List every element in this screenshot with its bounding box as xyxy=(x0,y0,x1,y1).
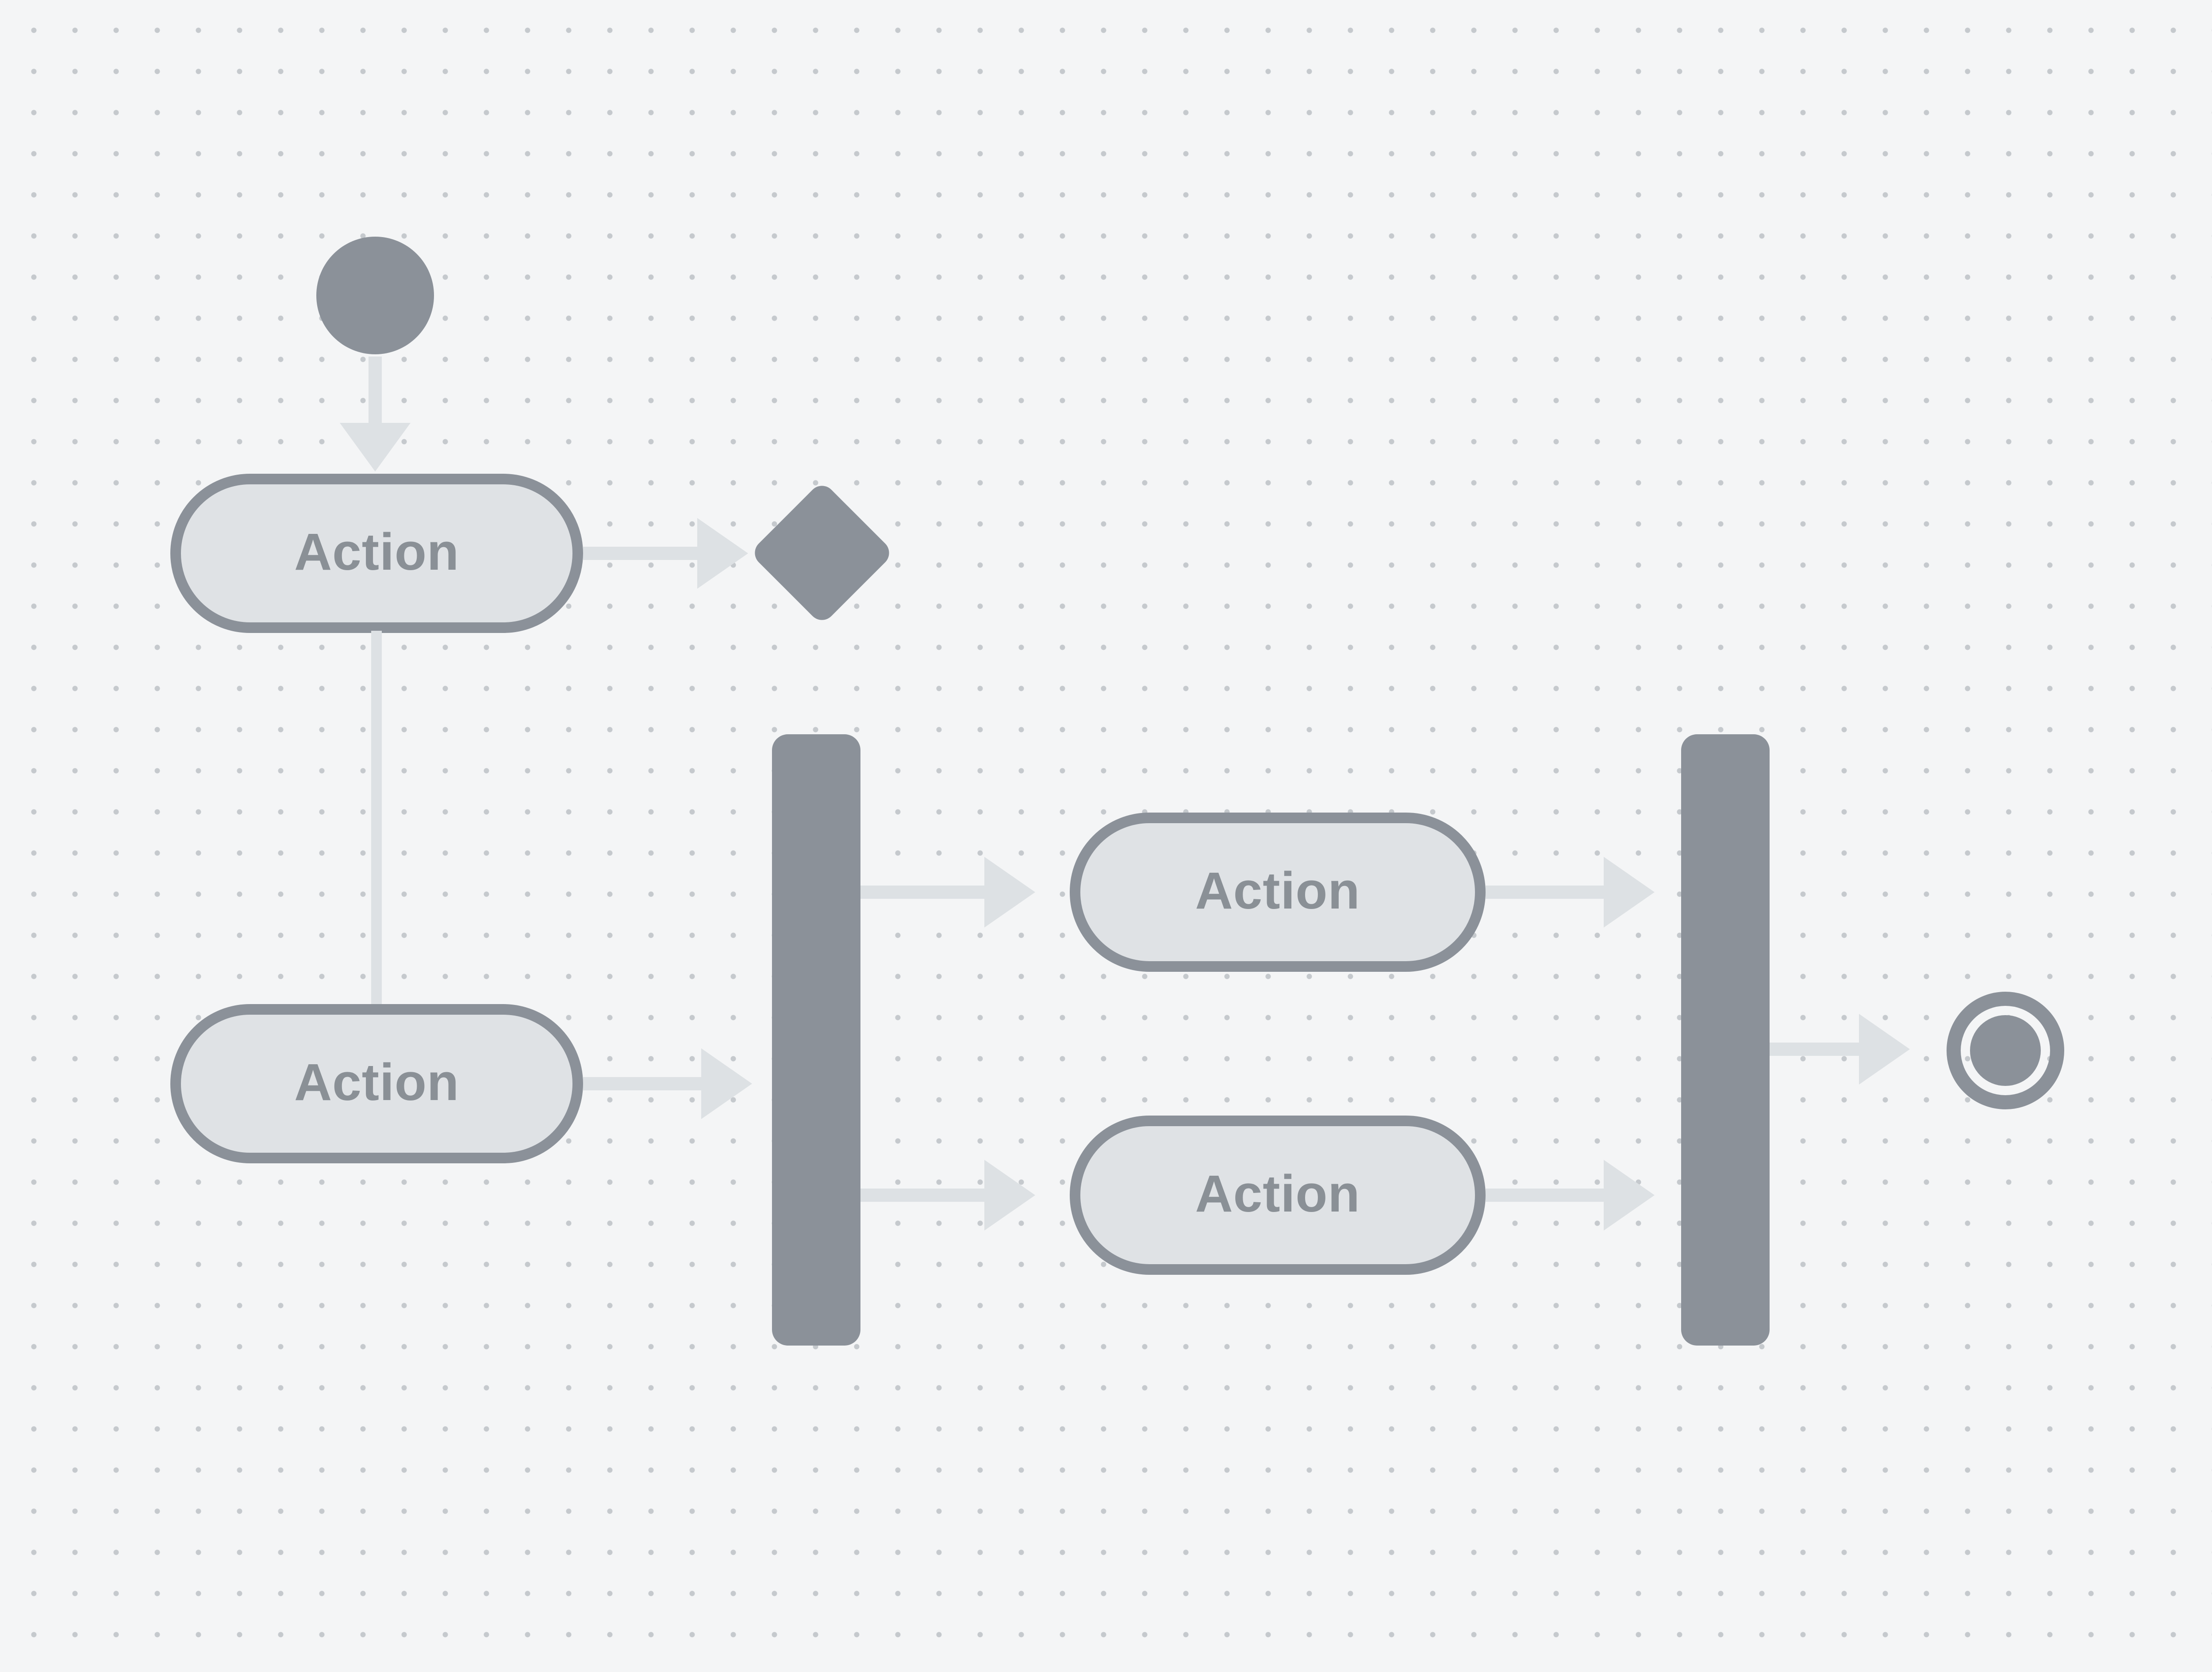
fork-bar-node[interactable] xyxy=(772,734,860,1346)
arrowhead-right-icon xyxy=(701,1048,752,1119)
arrowhead-right-icon xyxy=(984,857,1035,928)
join-bar-node[interactable] xyxy=(1681,734,1770,1346)
arrowhead-right-icon xyxy=(1859,1014,1910,1085)
arrowhead-right-icon xyxy=(697,518,748,589)
edge-line xyxy=(1486,1189,1604,1202)
action-label: Action xyxy=(1195,1165,1360,1223)
action-node-1[interactable]: Action xyxy=(170,474,583,633)
edge-line xyxy=(1770,1043,1859,1056)
edge-line xyxy=(860,1189,984,1202)
arrowhead-right-icon xyxy=(984,1160,1035,1231)
edge-line xyxy=(583,547,697,560)
edge-line xyxy=(1486,886,1604,899)
initial-node[interactable] xyxy=(316,237,434,354)
edge-line xyxy=(369,357,382,424)
edge-action1-to-action2 xyxy=(371,631,382,1007)
action-node-2[interactable]: Action xyxy=(170,1004,583,1163)
action-label: Action xyxy=(294,1053,460,1112)
action-label: Action xyxy=(1195,862,1360,920)
edge-line xyxy=(860,886,984,899)
final-node[interactable] xyxy=(1947,992,2064,1109)
arrowhead-right-icon xyxy=(1604,857,1655,928)
edge-line xyxy=(583,1077,701,1090)
final-node-inner-dot xyxy=(1970,1015,2041,1086)
action-node-3[interactable]: Action xyxy=(1070,813,1486,972)
arrowhead-right-icon xyxy=(1604,1160,1655,1231)
action-node-4[interactable]: Action xyxy=(1070,1116,1486,1275)
decision-node[interactable] xyxy=(749,480,895,626)
action-label: Action xyxy=(294,523,460,581)
arrowhead-down-icon xyxy=(340,423,411,472)
